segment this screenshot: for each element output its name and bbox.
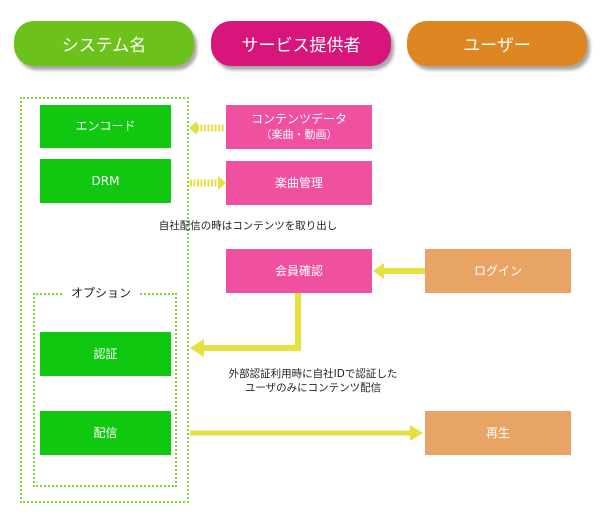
playback-box: 再生 [425,411,571,455]
encode-box: エンコード [40,105,171,148]
music-management-box: 楽曲管理 [226,161,372,205]
contents-data-line1: コンテンツデータ [250,112,347,127]
note-external-auth: 外部認証利用時に自社IDで認証した ユーザのみにコンテンツ配信 [208,367,418,395]
member-check-box: 会員確認 [226,249,372,293]
note-external-auth-line1: 外部認証利用時に自社IDで認証した [228,368,398,380]
arrow-login-to-member [373,263,425,279]
contents-data-box: コンテンツデータ （楽曲・動画） [226,105,372,149]
system-frame [20,97,189,503]
auth-box: 認証 [40,332,171,376]
login-box: ログイン [425,249,571,293]
note-self-delivery: 自社配信の時はコンテンツを取り出し [158,220,338,232]
note-external-auth-line2: ユーザのみにコンテンツ配信 [244,382,382,395]
header-system: システム名 [14,21,194,66]
header-provider: サービス提供者 [211,21,391,66]
option-label: オプション [64,284,139,301]
arrow-delivery-to-playback [190,425,423,441]
arrow-member-to-auth [190,293,301,357]
arrow-contents-to-encode [189,121,224,135]
header-user: ユーザー [407,21,587,66]
arrow-drm-to-music [190,176,226,190]
contents-data-line2: （楽曲・動画） [260,127,338,141]
delivery-box: 配信 [40,411,171,455]
drm-box: DRM [40,159,171,203]
